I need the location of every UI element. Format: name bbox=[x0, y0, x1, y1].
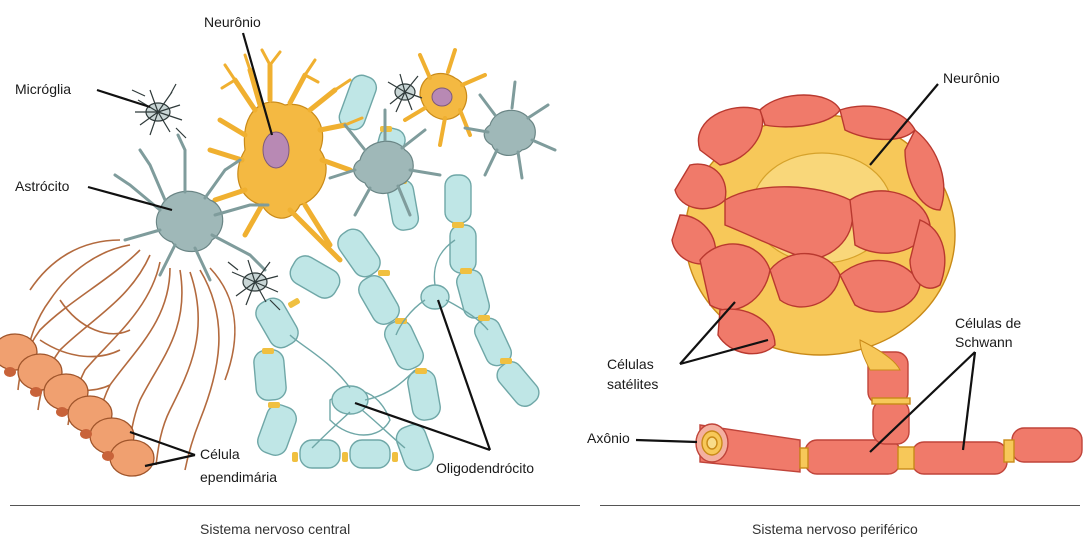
label-neuronio-pns: Neurônio bbox=[943, 70, 1000, 87]
pns-divider bbox=[600, 505, 1080, 506]
label-celulas-schwann-line2: Schwann bbox=[955, 334, 1013, 351]
label-astrocito: Astrócito bbox=[15, 178, 69, 195]
label-celula-ependimaria-line1: Célula bbox=[200, 446, 240, 463]
label-celulas-satelites-line1: Células bbox=[607, 356, 654, 373]
astrocytes bbox=[115, 82, 555, 280]
label-celulas-schwann-line1: Células de bbox=[955, 315, 1021, 332]
label-axonio: Axônio bbox=[587, 430, 630, 447]
caption-peripheral: Sistema nervoso periférico bbox=[752, 521, 918, 537]
label-neuronio-cns: Neurônio bbox=[204, 14, 261, 31]
label-microglia: Micróglia bbox=[15, 81, 71, 98]
label-celula-ependimaria-line2: ependimária bbox=[200, 469, 277, 486]
cns-illustration bbox=[0, 50, 555, 476]
cns-divider bbox=[10, 505, 580, 506]
neurons bbox=[210, 50, 485, 260]
label-celulas-satelites-line2: satélites bbox=[607, 376, 658, 393]
caption-central: Sistema nervoso central bbox=[200, 521, 350, 537]
label-oligodendrocito: Oligodendrócito bbox=[436, 460, 534, 477]
pns-illustration bbox=[672, 95, 1082, 474]
